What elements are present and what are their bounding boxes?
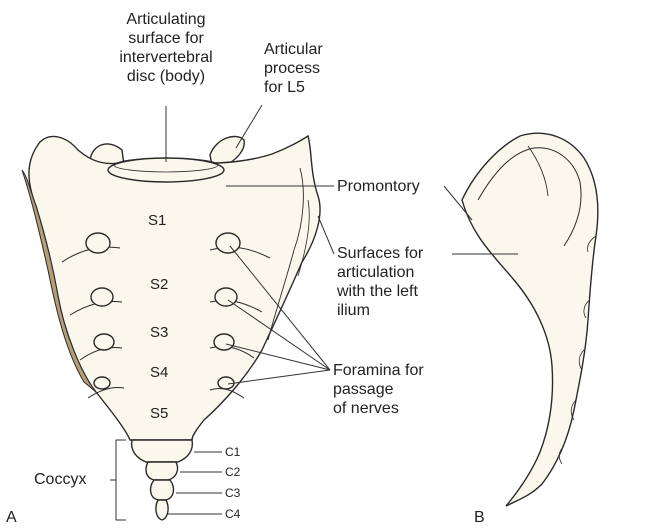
label-promontory: Promontory bbox=[337, 177, 420, 196]
coccyx-drawing bbox=[132, 440, 193, 520]
foramen-right-4 bbox=[218, 377, 234, 389]
coccygeal-c4: C4 bbox=[225, 507, 240, 521]
sacrum-anterior-view bbox=[22, 136, 320, 440]
coccyx-c2 bbox=[146, 462, 178, 480]
label-articular-process: Articular process for L5 bbox=[264, 40, 323, 97]
lateral-body bbox=[462, 133, 598, 506]
segment-s4: S4 bbox=[150, 364, 168, 382]
coccyx-bracket bbox=[116, 440, 126, 520]
coccyx-c1 bbox=[132, 440, 193, 462]
label-articulating-surface: Articulating surface for intervertebral … bbox=[96, 10, 236, 86]
coccyx-c4 bbox=[156, 500, 168, 520]
panel-label-a: A bbox=[6, 508, 17, 527]
foramen-left-1 bbox=[86, 233, 110, 253]
foramen-left-2 bbox=[91, 288, 113, 306]
foramen-left-3 bbox=[94, 334, 114, 350]
foramen-right-1 bbox=[216, 233, 240, 253]
foramen-right-3 bbox=[214, 334, 234, 350]
label-coccyx: Coccyx bbox=[34, 470, 86, 489]
leader-surfaces-a bbox=[318, 216, 334, 254]
sacrum-lateral-view bbox=[462, 133, 598, 506]
label-surfaces-for-articulation: Surfaces for articulation with the left … bbox=[337, 244, 423, 320]
leader-articular-process bbox=[236, 105, 262, 148]
coccygeal-c2: C2 bbox=[225, 465, 240, 479]
segment-s2: S2 bbox=[150, 276, 168, 294]
coccyx-c3 bbox=[151, 480, 174, 500]
segment-s1: S1 bbox=[148, 212, 166, 230]
coccygeal-c3: C3 bbox=[225, 486, 240, 500]
foramen-left-4 bbox=[94, 377, 110, 389]
segment-s5: S5 bbox=[150, 405, 168, 423]
coccygeal-c1: C1 bbox=[225, 445, 240, 459]
foramen-right-2 bbox=[215, 288, 237, 306]
label-foramina: Foramina for passage of nerves bbox=[333, 361, 424, 418]
segment-s3: S3 bbox=[150, 324, 168, 342]
panel-label-b: B bbox=[474, 508, 485, 527]
